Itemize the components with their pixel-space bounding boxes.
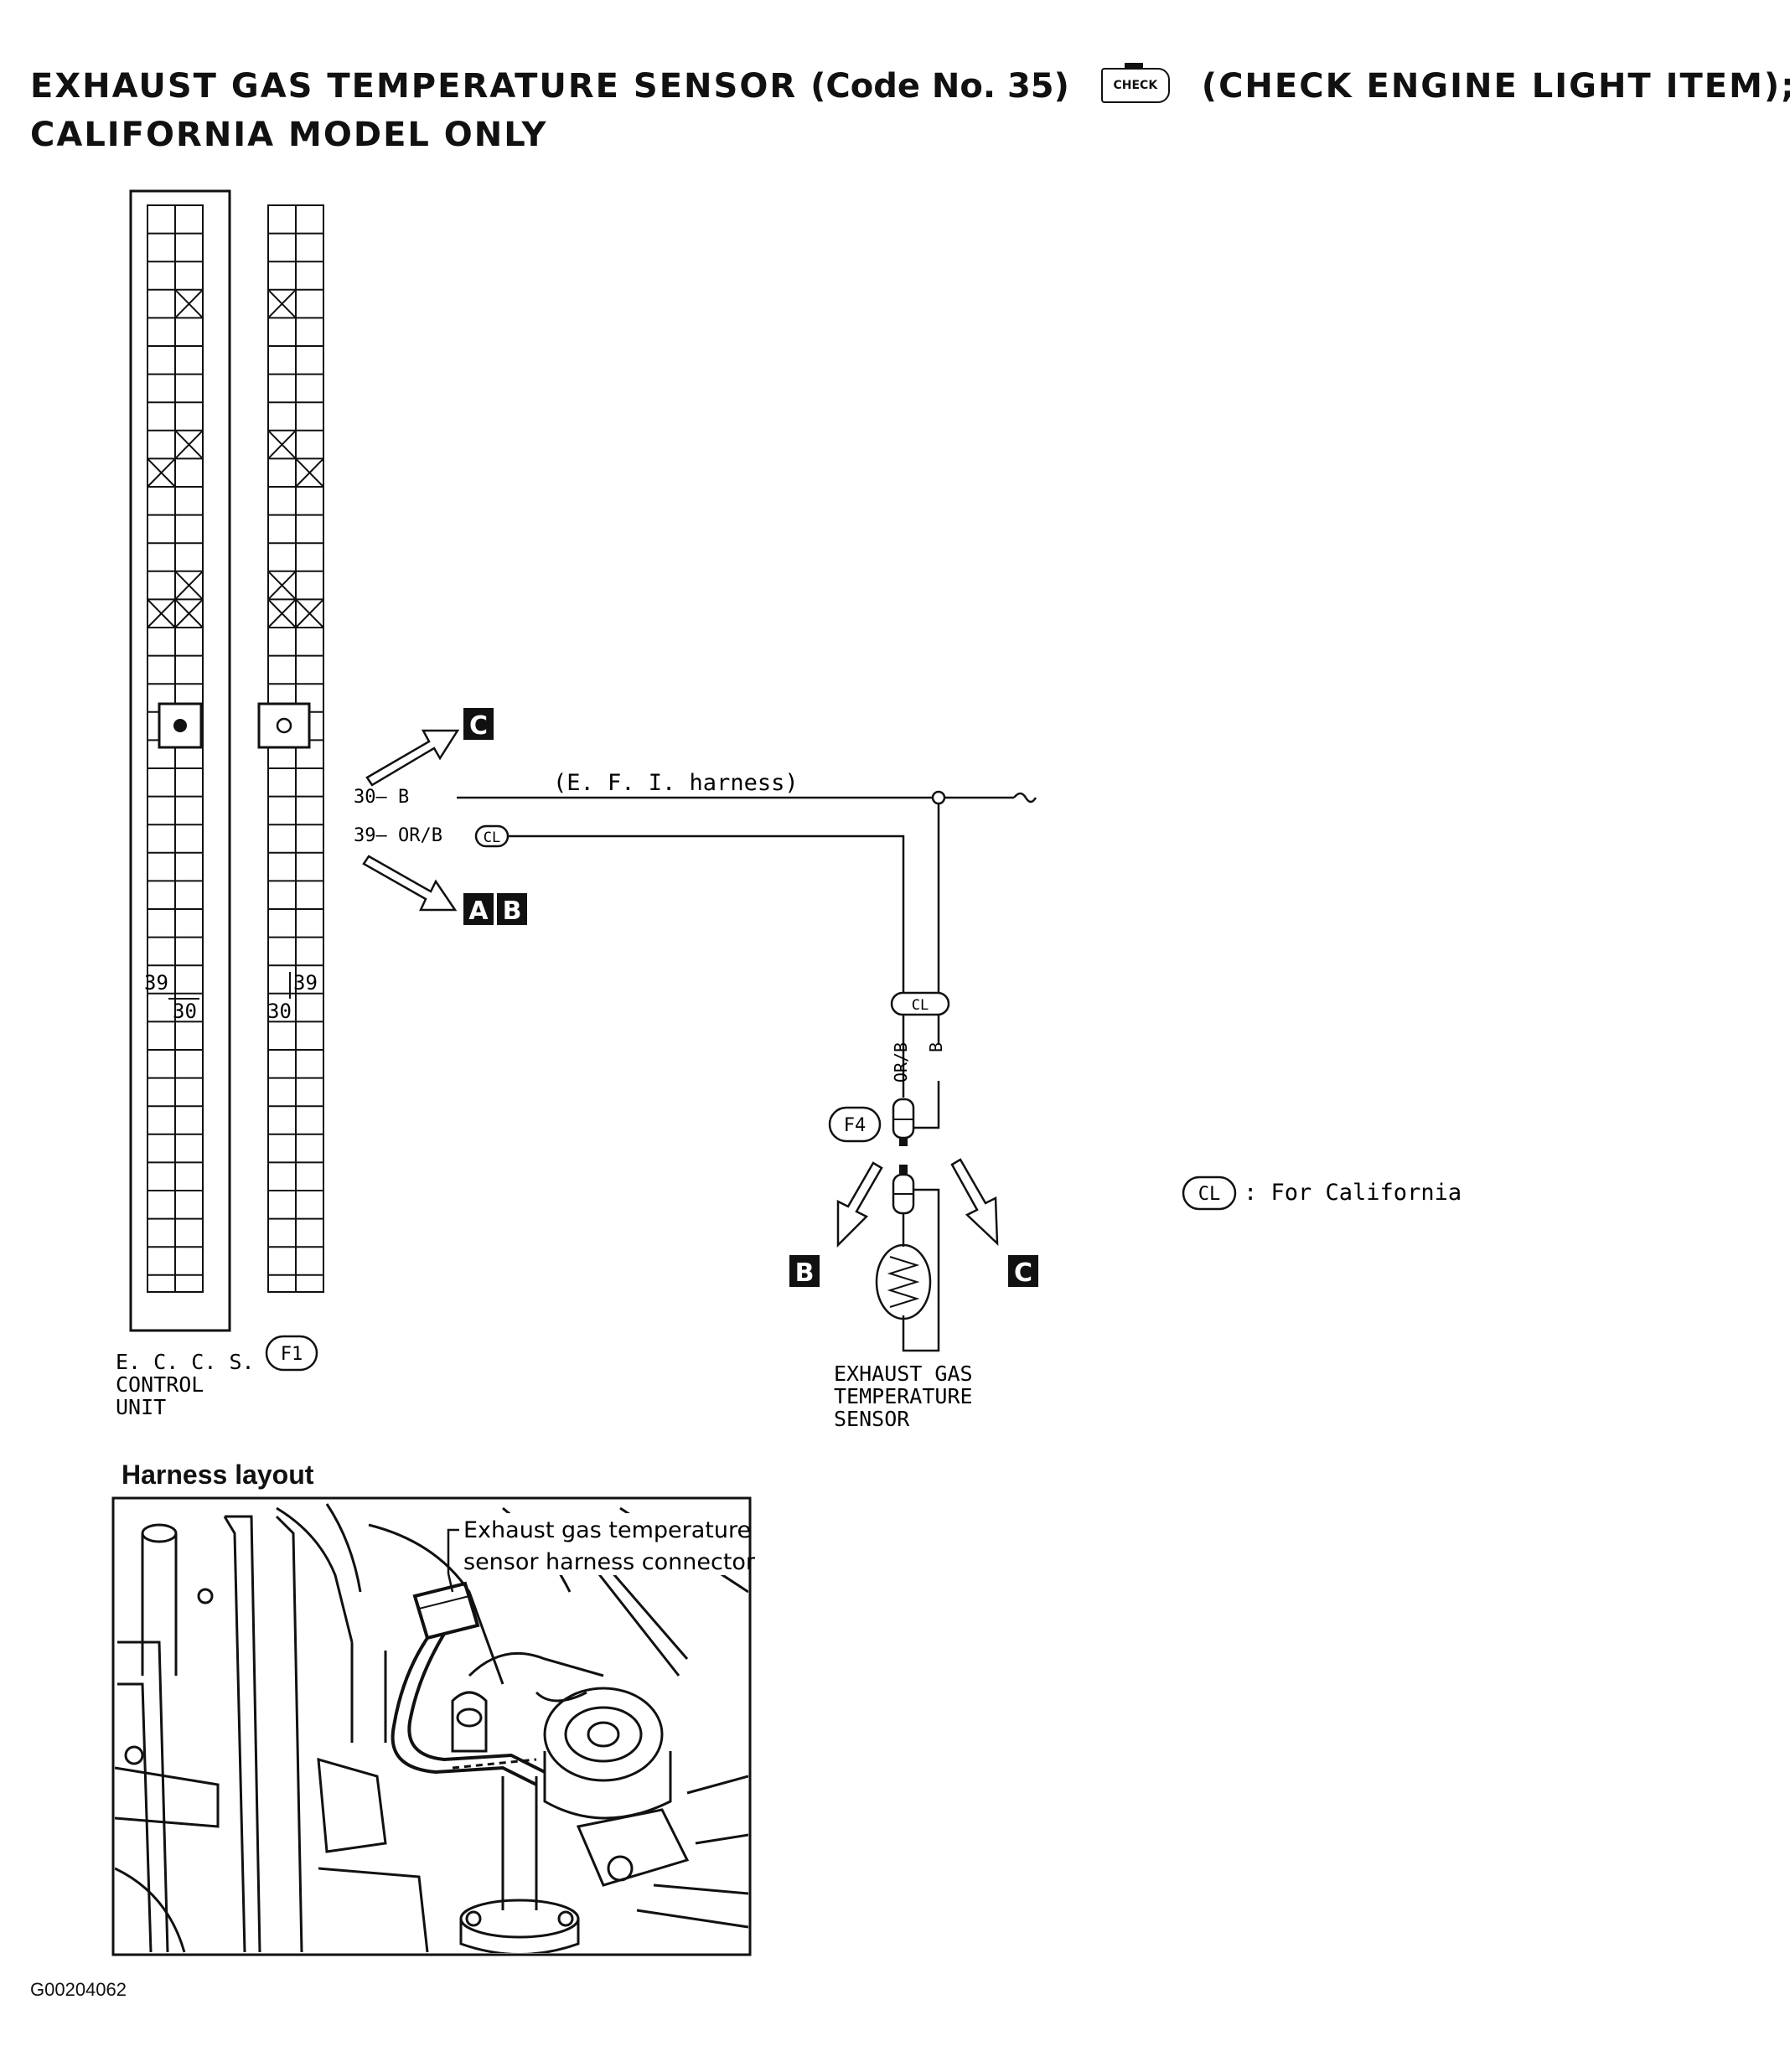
arrow-to-b-lower (836, 1161, 883, 1248)
f4-connector-label: F4 (844, 1115, 867, 1136)
check-engine-icon: CHECK (1100, 63, 1170, 103)
ref-c-lower-label: C (1014, 1258, 1032, 1288)
title-line-1: EXHAUST GAS TEMPERATURE SENSOR (Code No.… (30, 63, 1790, 108)
f1-lock-circle (276, 717, 292, 734)
ecu-pin-30: 30 (173, 1000, 197, 1023)
harness-callout-line1: Exhaust gas temperature (463, 1517, 751, 1543)
title-code-number: (Code No. 35) (810, 67, 1069, 106)
arrow-to-c-upper (365, 729, 460, 787)
ecu-pin-grid (147, 204, 204, 1293)
exhaust-gas-sensor-symbol (875, 1243, 932, 1320)
title-line-2: CALIFORNIA MODEL ONLY (30, 116, 548, 154)
ecu-label-line3: UNIT (116, 1395, 166, 1419)
sensor-label-line2: TEMPERATURE (834, 1384, 973, 1408)
ref-b-lower-label: B (795, 1258, 815, 1288)
f1-connector-label: F1 (281, 1344, 303, 1365)
arrow-to-ab (362, 855, 458, 912)
wire-39-or-b (508, 834, 905, 993)
vertical-b-label: B (926, 1042, 946, 1052)
legend-cl-text: CL (1198, 1184, 1221, 1205)
harness-callout-bg (461, 1513, 748, 1575)
ecu-lock-dot (173, 719, 187, 732)
figure-code: G00204062 (30, 1979, 127, 2000)
harness-layout-illustration (115, 1503, 748, 1953)
f1-pin-grid (267, 204, 324, 1293)
harness-layout-title: Harness layout (122, 1460, 314, 1490)
wire-30-break-mark (1013, 792, 1037, 803)
wire-39-cl-text: CL (484, 829, 500, 846)
title-check-engine-item: (CHECK ENGINE LIGHT ITEM); (1201, 67, 1790, 106)
f4-connector-tag (828, 1106, 882, 1143)
wire-30-label: 30— B (354, 787, 409, 808)
wire-splice-point (931, 790, 946, 805)
ref-box-c-upper (463, 708, 494, 740)
efi-harness-label: (E. F. I. harness) (553, 770, 799, 796)
ecu-label-line1: E. C. C. S. (116, 1350, 255, 1374)
ref-b-upper-label: B (503, 896, 522, 926)
f4-connector-pin (899, 1165, 908, 1175)
legend-cl-tag (1182, 1176, 1237, 1211)
title-sensor-name: EXHAUST GAS TEMPERATURE SENSOR (30, 67, 798, 106)
f1-lock-tab (257, 702, 311, 749)
ref-box-c-lower (1008, 1255, 1038, 1287)
vertical-or-b-label: OR/B (891, 1042, 911, 1083)
sensor-label-line3: SENSOR (834, 1407, 910, 1431)
ecu-pin-39: 39 (144, 971, 168, 995)
sensor-label-line1: EXHAUST GAS (834, 1362, 973, 1386)
legend-description: : For California (1244, 1180, 1461, 1206)
ecu-connector-frame (129, 189, 231, 1332)
ecu-label-line2: CONTROL (116, 1372, 204, 1397)
ref-box-b-upper (497, 893, 527, 925)
vertical-cl-text: CL (912, 997, 929, 1014)
ref-a-label: A (468, 896, 489, 926)
f1-pin-30: 30 (267, 1000, 292, 1023)
sensor-resistor-zigzag (887, 1256, 920, 1308)
wire-39-label: 39— OR/B (354, 825, 442, 846)
ref-box-b-lower (789, 1255, 820, 1287)
harness-callout-line2: sensor harness connector (463, 1549, 756, 1575)
arrow-to-c-lower (950, 1158, 999, 1247)
ref-c-upper-label: C (469, 711, 488, 741)
ref-box-a (463, 893, 494, 925)
f1-connector-tag (265, 1335, 318, 1372)
vertical-cl-tag (890, 991, 950, 1016)
f1-pin-39: 39 (293, 971, 318, 995)
